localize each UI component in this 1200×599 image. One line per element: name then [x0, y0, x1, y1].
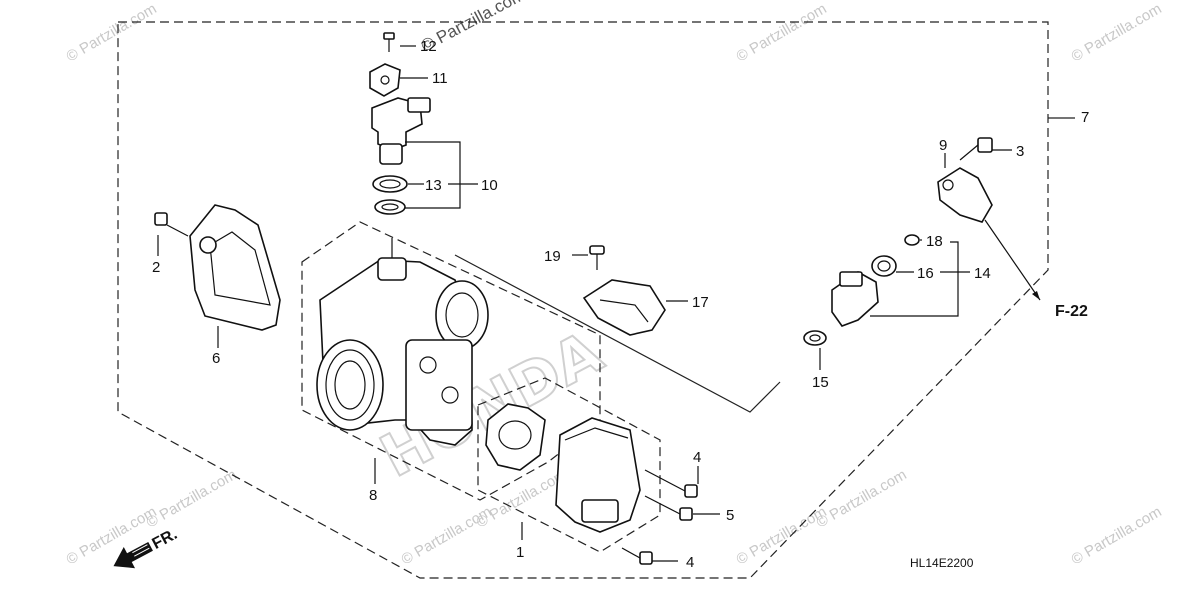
- diagram-code: HL14E2200: [910, 556, 974, 570]
- bolt-19: [589, 245, 605, 270]
- watermark: © Partzilla.com: [474, 466, 570, 531]
- watermark: © Partzilla.com: [64, 503, 160, 568]
- callout-7: 7: [1081, 109, 1089, 126]
- callouts: 12 11 13 10 2 6 8 1 4 5 4 19 17 18 16 14…: [152, 38, 1089, 571]
- throttle-body-8: [316, 238, 489, 446]
- injector-clamp-11: [369, 63, 401, 97]
- section-reference: F-22: [1055, 303, 1088, 320]
- assembly-boundary: [117, 21, 1075, 579]
- callout-4-upper: 4: [693, 449, 701, 466]
- callout-11: 11: [432, 70, 448, 87]
- sensor-9: [937, 167, 993, 223]
- callout-13: 13: [425, 177, 442, 194]
- callout-6: 6: [212, 350, 220, 367]
- callout-1: 1: [516, 544, 524, 561]
- callout-12: 12: [420, 38, 437, 55]
- o-ring-16: [871, 255, 897, 277]
- o-ring-13: [372, 175, 408, 193]
- leader-lines: [157, 45, 1041, 562]
- callout-17: 17: [692, 294, 709, 311]
- watermark: © Partzilla.com: [64, 0, 160, 65]
- callout-4-lower: 4: [686, 554, 694, 571]
- sensor-unit-1: [555, 417, 641, 533]
- watermark: © Partzilla.com: [814, 466, 910, 531]
- callout-8: 8: [369, 487, 377, 504]
- seal-15: [803, 330, 827, 346]
- callout-14: 14: [974, 265, 991, 282]
- callout-18: 18: [926, 233, 943, 250]
- watermark: © Partzilla.com: [734, 0, 830, 65]
- cover-6: [189, 204, 281, 331]
- callout-9: 9: [939, 137, 947, 154]
- callout-3: 3: [1016, 143, 1024, 160]
- seal-washer: [374, 199, 406, 215]
- bolt-3: [959, 137, 993, 161]
- callout-2: 2: [152, 259, 160, 276]
- callout-19: 19: [544, 248, 561, 265]
- callout-5: 5: [726, 507, 734, 524]
- callout-16: 16: [917, 265, 934, 282]
- callout-15: 15: [812, 374, 829, 391]
- watermark: © Partzilla.com: [734, 503, 830, 568]
- clip-18: [904, 234, 920, 246]
- gasket: [485, 403, 546, 471]
- injector-10: [371, 97, 431, 165]
- callout-10: 10: [481, 177, 498, 194]
- watermark: © Partzilla.com: [1069, 503, 1165, 568]
- bracket-17: [582, 279, 666, 336]
- screws-4-5: [621, 469, 698, 565]
- clamp-bolt-12: [383, 32, 395, 52]
- watermark: © Partzilla.com: [144, 466, 240, 531]
- injector-14: [831, 271, 879, 327]
- bolt-2: [154, 212, 189, 237]
- watermark: © Partzilla.com: [1069, 0, 1165, 65]
